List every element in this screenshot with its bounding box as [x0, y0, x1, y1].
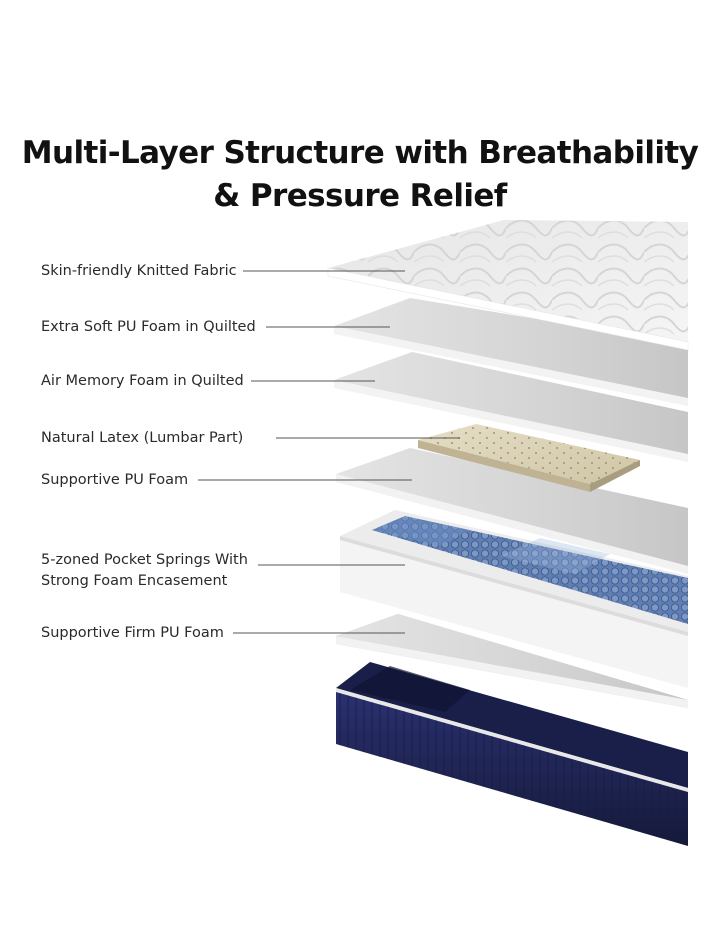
label-pocket-springs: 5-zoned Pocket Springs With Strong Foam … — [41, 550, 248, 592]
label-pocket-springs-line-1: 5-zoned Pocket Springs With — [41, 552, 248, 568]
label-natural-latex: Natural Latex (Lumbar Part) — [41, 430, 244, 446]
layer-knitted-fabric — [327, 220, 689, 351]
title-line-1: Multi-Layer Structure with Breathability — [21, 135, 699, 171]
layer-extra-soft-pu-foam — [334, 298, 688, 406]
layer-supportive-firm-pu-foam — [336, 614, 688, 708]
label-air-memory-foam: Air Memory Foam in Quilted — [41, 373, 244, 389]
layer-air-memory-foam — [334, 352, 688, 462]
label-extra-soft-pu-foam: Extra Soft PU Foam in Quilted — [41, 319, 256, 335]
label-supportive-firm-pu-foam: Supportive Firm PU Foam — [41, 625, 224, 641]
title-line-2: & Pressure Relief — [213, 178, 507, 214]
label-supportive-pu-foam: Supportive PU Foam — [41, 472, 189, 488]
mattress-base — [336, 662, 688, 846]
leader-lines — [198, 270, 460, 634]
layer-natural-latex — [418, 424, 640, 492]
layer-pocket-springs — [340, 510, 688, 688]
page-title: Multi-Layer Structure with Breathability… — [0, 132, 720, 218]
layer-supportive-pu-foam — [336, 448, 688, 574]
label-pocket-springs-line-2: Strong Foam Encasement — [41, 573, 228, 589]
label-knitted-fabric: Skin-friendly Knitted Fabric — [41, 263, 237, 279]
